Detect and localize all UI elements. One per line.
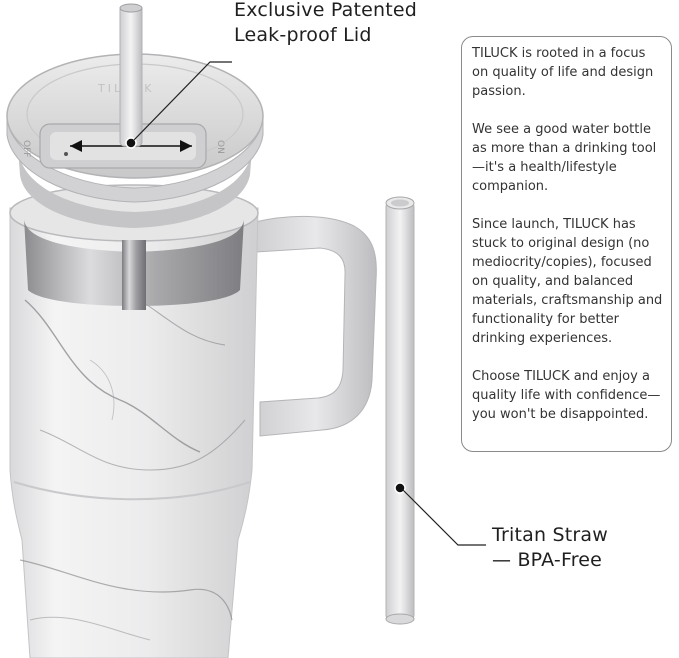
info-paragraph: Choose TILUCK and enjoy a quality life w… [472,369,661,422]
straw-callout: Tritan Straw — BPA-Free [492,523,608,573]
lid-marking-off: OFF [21,140,31,157]
straw-callout-line-2: — BPA-Free [492,549,603,571]
tumbler-handle [254,215,377,437]
lid-callout-line [133,61,232,141]
info-paragraph: Since launch, TILUCK has stuck to origin… [472,217,663,346]
lid-callout-line-2: Leak-proof Lid [234,24,372,46]
lid-callout: Exclusive Patented Leak-proof Lid [234,0,417,48]
lid-straw [119,3,143,149]
brand-info-box: TILUCK is rooted in a focus on quality o… [461,36,672,452]
lid-callout-line-1: Exclusive Patented [234,0,418,21]
straw-callout-line-1: Tritan Straw [492,524,608,546]
straw-callout-dot [394,482,406,494]
info-paragraph: TILUCK is rooted in a focus on quality o… [472,46,654,99]
tritan-straw [385,196,415,625]
tumbler-body [9,207,259,658]
info-paragraph: We see a good water bottle as more than … [472,122,657,194]
straw-callout-line [402,489,486,546]
lid-callout-dot [125,137,137,149]
lid-marking-on: ON [215,140,225,154]
